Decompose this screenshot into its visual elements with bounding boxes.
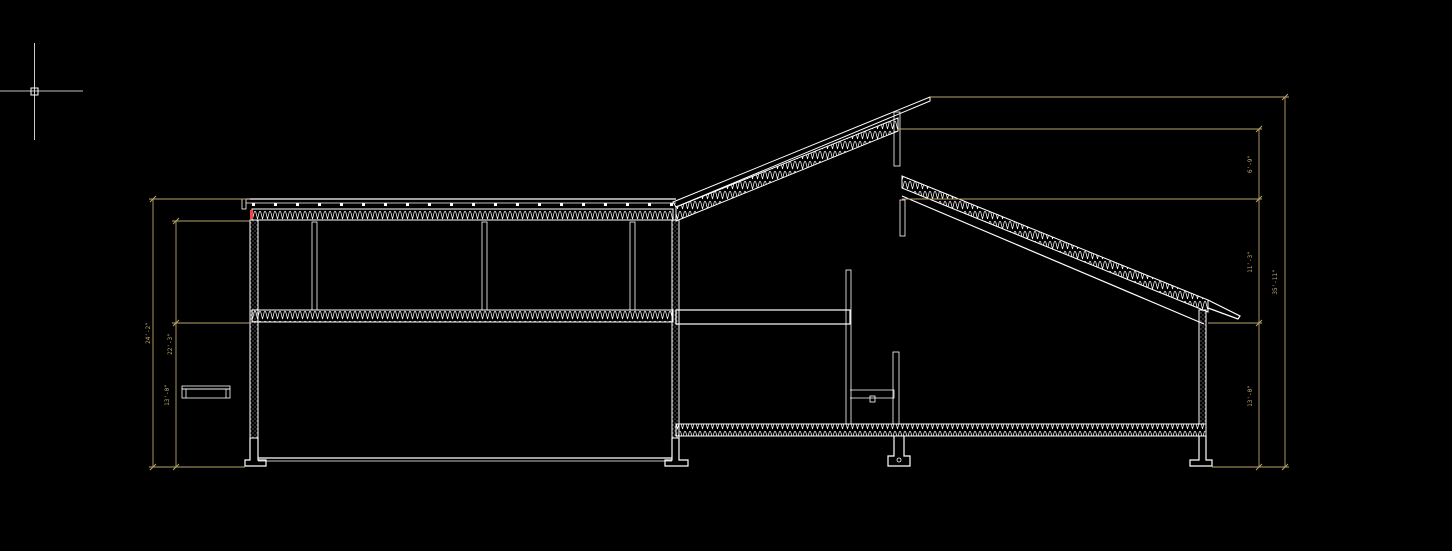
rafter-tick	[406, 203, 409, 206]
left-two-storey-section	[181, 198, 689, 467]
dimension-tick	[1255, 463, 1263, 471]
dim-right-overall: 35'-11"	[1272, 269, 1279, 294]
rafter-tick	[450, 203, 453, 206]
crosshair-cursor-icon	[0, 43, 83, 140]
rafter-tick	[494, 203, 497, 206]
dimension-tick	[1281, 93, 1289, 101]
dimension-tick	[1255, 195, 1263, 203]
rafter-tick	[362, 203, 365, 206]
dimension-lines	[149, 93, 1289, 471]
rafter-tick	[472, 203, 475, 206]
red-marker	[250, 210, 253, 219]
right-single-storey-section	[672, 96, 1241, 467]
rafter-tick	[560, 203, 563, 206]
dimension-tick	[1255, 319, 1263, 327]
dimension-tick	[1281, 463, 1289, 471]
rafter-tick	[604, 203, 607, 206]
dimension-tick	[172, 463, 180, 471]
dimension-tick	[149, 463, 157, 471]
rafter-tick	[340, 203, 343, 206]
rafter-tick	[428, 203, 431, 206]
dim-right-middle: 11'-3"	[1247, 251, 1254, 273]
rafter-tick	[670, 203, 673, 206]
rafter-tick	[296, 203, 299, 206]
rafter-tick	[648, 203, 651, 206]
dimension-tick	[172, 217, 180, 225]
dim-left-lower: 13'-0"	[164, 384, 171, 406]
rafter-tick	[318, 203, 321, 206]
rafter-tick	[274, 203, 277, 206]
rafter-tick	[384, 203, 387, 206]
dim-right-top: 6'-9"	[1247, 155, 1254, 173]
rafter-tick	[538, 203, 541, 206]
dim-left-inner: 22'-3"	[167, 333, 174, 355]
dimension-tick	[1255, 125, 1263, 133]
dim-right-lower: 13'-0"	[1247, 385, 1254, 407]
rafter-tick	[626, 203, 629, 206]
rafter-tick	[252, 203, 255, 206]
dimension-tick	[172, 319, 180, 327]
dim-left-outer: 24'-2"	[145, 322, 152, 344]
rafter-tick	[516, 203, 519, 206]
dimension-tick	[149, 195, 157, 203]
dimension-labels: 24'-2" 22'-3" 13'-0" 6'-9" 11'-3" 13'-0"…	[145, 155, 1279, 407]
rafter-tick	[582, 203, 585, 206]
